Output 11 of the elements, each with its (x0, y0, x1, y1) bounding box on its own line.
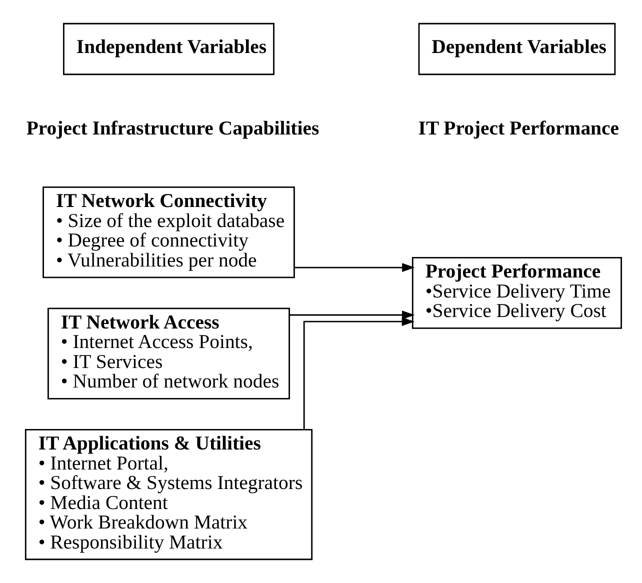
arrow (303, 317, 415, 430)
node-box: Project Performance •Service Delivery Time •Service Delivery Cost (412, 256, 622, 329)
node-box: IT Network Access • Internet Access Points, • IT Services • Number of network nodes (48, 308, 290, 400)
node-box: Independent Variables (63, 22, 274, 76)
arrow (294, 263, 415, 272)
node-box: IT Applications & Utilities • Internet Portal, • Software & Systems Integrators • Media Content • Work Breakdown Matrix • Responsibility Matrix (24, 428, 313, 560)
arrow (290, 310, 415, 320)
node-box: IT Network Connectivity • Size of the exploit database • Degree of connectivity • Vulnerabilities per node (42, 186, 295, 278)
label: IT Project Performance (418, 118, 620, 140)
node-box: Dependent Variables (418, 22, 616, 76)
label: Project Infrastructure Capabilities (26, 118, 320, 140)
